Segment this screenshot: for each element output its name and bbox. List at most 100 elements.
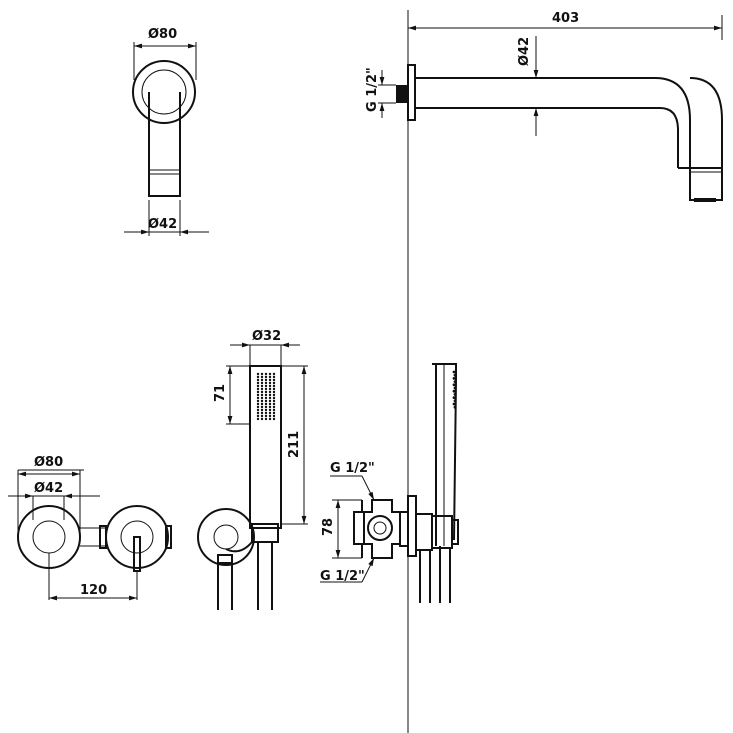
nozzle-dot bbox=[268, 408, 272, 412]
spout-front-diameter: Ø42 bbox=[517, 37, 532, 66]
nozzle-dot bbox=[260, 393, 264, 397]
nozzle-dot bbox=[268, 372, 272, 376]
nozzle-dot bbox=[268, 390, 272, 394]
nozzle-dot bbox=[256, 399, 260, 403]
nozzle-dot bbox=[268, 375, 272, 379]
nozzle-dot bbox=[260, 405, 264, 409]
nozzle-dot bbox=[260, 387, 264, 391]
nozzle-dot bbox=[268, 396, 272, 400]
spout-front-view: 403 Ø42 G 1/2" bbox=[365, 11, 723, 202]
nozzle-dot bbox=[264, 396, 268, 400]
nozzle-dot bbox=[260, 417, 264, 421]
nozzle-dot bbox=[272, 375, 276, 379]
nozzle-dot bbox=[272, 378, 276, 382]
nozzle-dot bbox=[272, 399, 276, 403]
nozzle-grid bbox=[256, 372, 276, 421]
nozzle-dot bbox=[268, 393, 272, 397]
side-nozzle-dot bbox=[453, 405, 457, 409]
nozzle-dot bbox=[268, 405, 272, 409]
box-height: 78 bbox=[321, 518, 336, 536]
nozzle-dot bbox=[264, 375, 268, 379]
spout-side-flange-diameter: Ø80 bbox=[148, 27, 177, 42]
nozzle-dot bbox=[268, 387, 272, 391]
side-nozzle-dot bbox=[453, 393, 457, 396]
box-thread-top: G 1/2" bbox=[330, 461, 375, 476]
nozzle-dot bbox=[268, 417, 272, 421]
nozzle-dot bbox=[268, 378, 272, 382]
nozzle-dot bbox=[272, 414, 276, 418]
nozzle-dot bbox=[260, 411, 264, 415]
nozzle-dot bbox=[264, 387, 268, 391]
nozzle-dot bbox=[264, 372, 268, 376]
side-nozzle-dot bbox=[453, 386, 457, 390]
nozzle-dot bbox=[272, 381, 276, 385]
side-nozzle-dot bbox=[453, 399, 457, 403]
nozzle-dot bbox=[272, 384, 276, 388]
side-nozzle-dot bbox=[452, 370, 456, 374]
nozzle-dot bbox=[272, 372, 276, 376]
nozzle-dot bbox=[256, 381, 260, 385]
nozzle-dot bbox=[268, 402, 272, 406]
nozzle-dot bbox=[268, 411, 272, 415]
nozzle-dot bbox=[256, 417, 260, 421]
nozzle-dot bbox=[264, 402, 268, 406]
nozzle-dot bbox=[272, 408, 276, 412]
nozzle-dot bbox=[272, 411, 276, 415]
nozzle-dot bbox=[264, 399, 268, 403]
mixer-front-view: Ø80 Ø42 120 bbox=[8, 455, 172, 601]
nozzle-dot bbox=[264, 393, 268, 397]
nozzle-dot bbox=[272, 387, 276, 391]
nozzle-dot bbox=[260, 396, 264, 400]
mixer-inner-diameter: Ø42 bbox=[34, 481, 63, 496]
side-nozzle-dot bbox=[452, 402, 456, 406]
side-nozzle-dots bbox=[452, 370, 457, 409]
hand-shower-total-length: 211 bbox=[287, 431, 302, 458]
nozzle-dot bbox=[264, 414, 268, 418]
nozzle-dot bbox=[264, 381, 268, 385]
nozzle-dot bbox=[256, 372, 260, 376]
nozzle-dot bbox=[268, 381, 272, 385]
hand-shower-view: Ø32 71 211 bbox=[197, 329, 308, 610]
nozzle-dot bbox=[272, 402, 276, 406]
spout-length: 403 bbox=[552, 11, 579, 26]
nozzle-dot bbox=[264, 408, 268, 412]
nozzle-dot bbox=[260, 414, 264, 418]
nozzle-dot bbox=[260, 408, 264, 412]
nozzle-dot bbox=[260, 390, 264, 394]
nozzle-dot bbox=[264, 411, 268, 415]
nozzle-dot bbox=[268, 414, 272, 418]
side-nozzle-dot bbox=[452, 383, 456, 387]
nozzle-dot bbox=[264, 378, 268, 382]
spout-side-view: Ø80 Ø42 bbox=[124, 27, 209, 236]
nozzle-dot bbox=[260, 381, 264, 385]
nozzle-dot bbox=[268, 384, 272, 388]
nozzle-dot bbox=[260, 372, 264, 376]
nozzle-dot bbox=[264, 390, 268, 394]
nozzle-dot bbox=[256, 402, 260, 406]
nozzle-dot bbox=[256, 393, 260, 397]
side-nozzle-dot bbox=[452, 396, 456, 399]
box-side-view: G 1/2" 78 G 1/2" bbox=[320, 363, 459, 603]
box-thread-bottom: G 1/2" bbox=[320, 569, 365, 584]
nozzle-dot bbox=[260, 375, 264, 379]
spout-thread: G 1/2" bbox=[365, 67, 380, 112]
nozzle-dot bbox=[256, 384, 260, 388]
nozzle-dot bbox=[264, 417, 268, 421]
hand-shower-head-length: 71 bbox=[213, 384, 228, 402]
side-nozzle-dot bbox=[453, 380, 457, 383]
side-nozzle-dot bbox=[452, 389, 456, 393]
nozzle-dot bbox=[264, 405, 268, 409]
side-nozzle-dot bbox=[452, 377, 456, 380]
nozzle-dot bbox=[256, 387, 260, 391]
nozzle-dot bbox=[256, 411, 260, 415]
nozzle-dot bbox=[256, 378, 260, 382]
nozzle-dot bbox=[268, 399, 272, 403]
nozzle-dot bbox=[272, 393, 276, 397]
nozzle-dot bbox=[256, 396, 260, 400]
mixer-center-distance: 120 bbox=[80, 583, 107, 598]
nozzle-dot bbox=[260, 402, 264, 406]
nozzle-dot bbox=[260, 399, 264, 403]
nozzle-dot bbox=[272, 417, 276, 421]
nozzle-dot bbox=[264, 384, 268, 388]
